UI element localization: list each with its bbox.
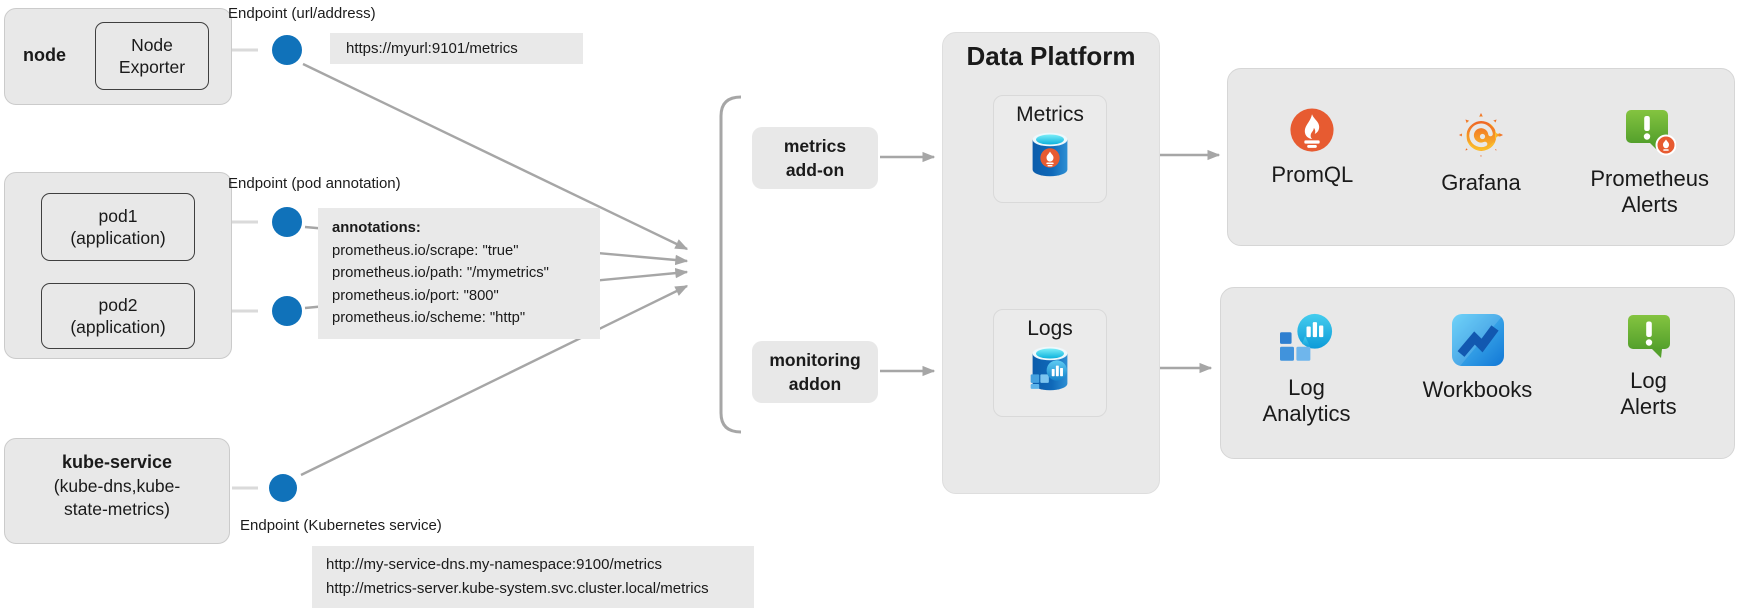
log-analytics-label: Log Analytics: [1262, 375, 1351, 426]
endpoint-url-label: Endpoint (url/address): [228, 5, 376, 22]
service-endpoint-urls-box: http://my-service-dns.my-namespace:9100/…: [312, 546, 754, 608]
grafana-label: Grafana: [1441, 170, 1521, 195]
node-box: node Node Exporter: [4, 8, 232, 105]
node-exporter-box: Node Exporter: [95, 22, 209, 90]
prometheus-alerts-icon: [1625, 110, 1676, 156]
pod1-label: pod1 (application): [70, 205, 166, 248]
kube-service-box: kube-service (kube-dns,kube- state-metri…: [4, 438, 230, 544]
annotations-title: annotations:: [332, 220, 421, 236]
metrics-store-box: Metrics: [993, 95, 1107, 203]
endpoint-kubernetes-service-label: Endpoint (Kubernetes service): [240, 517, 442, 534]
workbooks-item: Workbooks: [1392, 312, 1563, 458]
prometheus-icon: [1290, 108, 1334, 152]
grafana-item: Grafana: [1397, 107, 1566, 245]
workbooks-icon: [1451, 314, 1504, 366]
workbooks-label: Workbooks: [1422, 377, 1533, 402]
annotation-line: prometheus.io/port: "800": [332, 287, 499, 304]
grafana-icon: [1459, 113, 1503, 157]
prometheus-alerts-label: Prometheus Alerts: [1590, 166, 1709, 217]
pod2-box: pod2 (application): [41, 283, 195, 349]
log-analytics-icon: [1279, 313, 1332, 361]
endpoint-pod-annotation-label: Endpoint (pod annotation): [228, 175, 401, 192]
endpoint-stub-lines: [232, 48, 258, 490]
logs-store-label: Logs: [1027, 317, 1073, 340]
service-url-line: http://metrics-server.kube-system.svc.cl…: [326, 580, 709, 597]
metrics-consumers-panel: PromQL: [1227, 68, 1735, 246]
endpoint-marker-pod1: [272, 207, 302, 237]
logs-consumers-panel: Log Analytics Workbooks: [1220, 287, 1735, 459]
logs-store-box: Logs: [993, 309, 1107, 417]
promql-item: PromQL: [1228, 107, 1397, 245]
pod1-box: pod1 (application): [41, 193, 195, 261]
metrics-store-label: Metrics: [1016, 103, 1084, 126]
endpoint-marker-kube-service: [269, 474, 297, 502]
promql-label: PromQL: [1271, 162, 1354, 187]
pod2-label: pod2 (application): [70, 294, 166, 337]
monitoring-addon-label: monitoring addon: [752, 341, 878, 403]
prometheus-alerts-item: Prometheus Alerts: [1565, 107, 1734, 245]
service-url-line: http://my-service-dns.my-namespace:9100/…: [326, 556, 662, 573]
annotation-line: prometheus.io/scheme: "http": [332, 310, 526, 326]
prometheus-metrics-db-icon: [1032, 132, 1068, 177]
pod-annotations-box: annotations: prometheus.io/scrape: "true…: [318, 208, 600, 339]
log-alerts-item: Log Alerts: [1563, 312, 1734, 458]
annotation-line: prometheus.io/path: "/mymetrics": [332, 265, 549, 281]
node-exporter-label: Node Exporter: [118, 34, 186, 77]
log-alerts-label: Log Alerts: [1620, 368, 1677, 419]
data-platform-title: Data Platform: [966, 41, 1136, 71]
log-alerts-icon: [1627, 315, 1670, 358]
kube-service-label: kube-service: [61, 452, 173, 472]
annotation-line: prometheus.io/scrape: "true": [332, 242, 519, 259]
metrics-addon-label: metrics add-on: [752, 127, 878, 189]
data-platform-box: Data Platform Metrics: [942, 32, 1160, 494]
endpoint-marker-pod2: [272, 296, 302, 326]
azure-logs-db-icon: [1030, 346, 1068, 391]
pods-box: pod1 (application) pod2 (application): [4, 172, 232, 359]
endpoint-marker-node: [272, 35, 302, 65]
kube-service-detail: (kube-dns,kube- state-metrics): [53, 476, 181, 519]
grouping-bracket: [719, 95, 742, 434]
url-endpoint-value-box: https://myurl:9101/metrics: [330, 33, 583, 64]
node-label: node: [23, 45, 66, 65]
log-analytics-item: Log Analytics: [1221, 312, 1392, 458]
